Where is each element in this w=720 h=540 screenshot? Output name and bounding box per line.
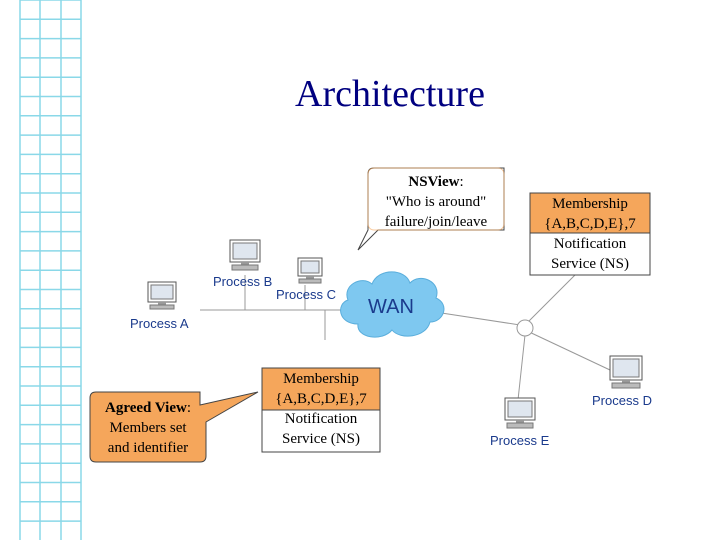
membership-top-white [529,232,651,276]
computer-icon-process-b [229,239,261,271]
wan-label: WAN [368,296,414,318]
agreed-view-title: Agreed View [105,400,187,416]
nsview-callout: NSView: "Who is around" failure/join/lea… [368,172,504,232]
membership-mid-line4: Service (NS) [282,431,360,447]
membership-top-line2: {A,B,C,D,E},7 [544,216,636,232]
process-a-label: Process A [130,316,189,331]
grid-decoration [19,0,82,540]
nsview-line3: failure/join/leave [384,214,488,230]
router-node [516,319,534,337]
nsview-line2: "Who is around" [385,194,487,210]
membership-mid-callout: Membership {A,B,C,D,E},7 Notification Se… [262,369,380,449]
membership-top-orange [529,192,651,234]
computer-icon-process-a [147,281,177,310]
membership-top-line3: Notification [553,236,627,252]
agreed-view-line3: and identifier [107,440,189,456]
process-c-label: Process C [276,287,336,302]
page-title: Architecture [295,73,485,115]
computer-icon-process-e [504,397,536,429]
membership-mid-white [261,409,381,453]
process-e-label: Process E [490,433,550,448]
agreed-view-callout-shape [89,391,259,463]
agreed-view-colon: : [186,400,191,416]
membership-mid-line3: Notification [284,411,358,427]
process-d-label: Process D [592,393,652,408]
computer-icon-process-c [297,257,323,284]
network-links [200,274,611,401]
nsview-colon: : [459,174,464,190]
wan-cloud [340,271,445,338]
computer-icon-process-d [609,355,643,389]
membership-top-line4: Service (NS) [551,256,629,272]
process-b-label: Process B [213,274,273,289]
agreed-view-callout: Agreed View: Members set and identifier [92,398,204,458]
agreed-view-line2: Members set [109,420,187,436]
membership-mid-orange [261,367,381,411]
membership-top-line1: Membership [552,196,628,212]
membership-mid-line2: {A,B,C,D,E},7 [275,391,367,407]
membership-mid-line1: Membership [283,371,359,387]
membership-top-callout: Membership {A,B,C,D,E},7 Notification Se… [530,194,650,274]
nsview-title: NSView [408,174,460,190]
